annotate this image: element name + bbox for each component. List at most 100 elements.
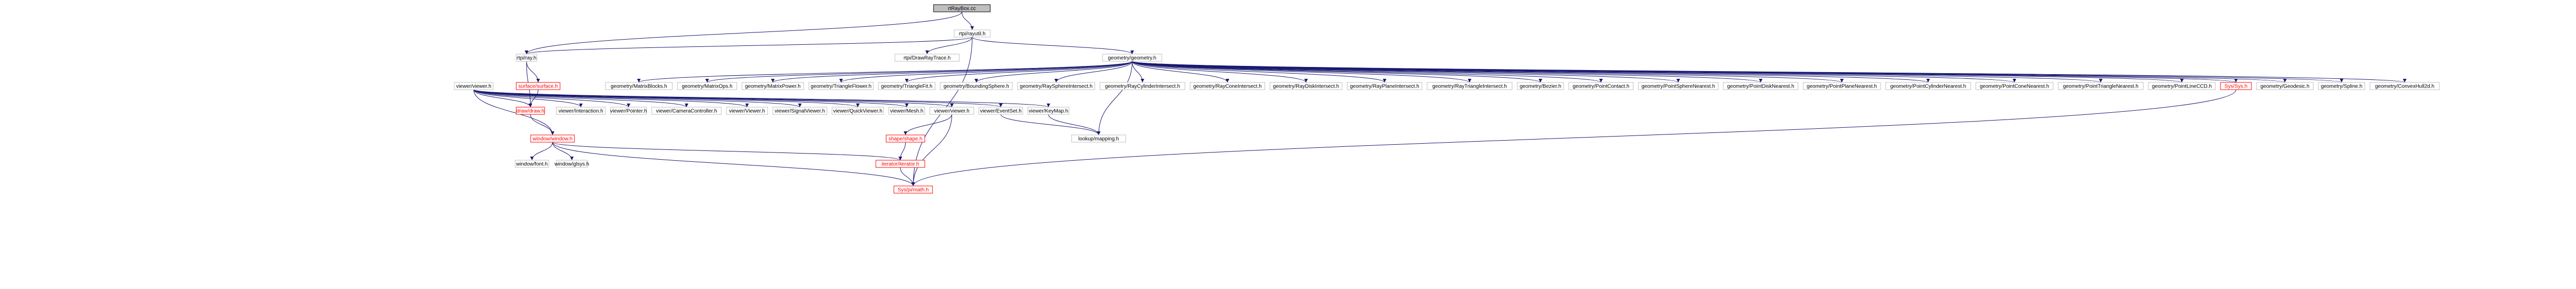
- file-node[interactable]: geometry/BoundingSphere.h: [940, 82, 1013, 90]
- node-box: [2369, 82, 2440, 90]
- dependency-edge: [1132, 61, 1308, 83]
- file-node[interactable]: geometry/geometry.h: [1102, 54, 1162, 62]
- file-node[interactable]: viewer/SignalViewer.h: [772, 107, 827, 115]
- node-box: [516, 82, 561, 90]
- node-label: geometry/RayDiskIntersect.h: [1273, 84, 1339, 90]
- dependency-edge: [524, 11, 962, 55]
- file-node[interactable]: geometry/MatrixPower.h: [741, 82, 804, 90]
- file-node[interactable]: geometry/Spline.h: [2318, 82, 2365, 90]
- file-node[interactable]: viewer/CameraController.h: [651, 107, 722, 115]
- file-node[interactable]: geometry/MatrixOps.h: [677, 82, 737, 90]
- node-label: window/font.h: [516, 162, 548, 167]
- file-node[interactable]: viewer/Viewer.h: [726, 107, 768, 115]
- node-box: [888, 107, 925, 115]
- file-node[interactable]: viewer/Mesh.h: [888, 107, 925, 115]
- file-node[interactable]: window/glsys.h: [554, 160, 589, 168]
- file-node[interactable]: viewer/QuickViewer.h: [832, 107, 884, 115]
- node-box: [530, 134, 575, 143]
- file-node[interactable]: geometry/Geodesic.h: [2256, 82, 2314, 90]
- file-node[interactable]: geometry/PointConeNearest.h: [1975, 82, 2054, 90]
- node-label: window/window.h: [532, 137, 572, 142]
- file-node[interactable]: geometry/RayDiskIntersect.h: [1269, 82, 1343, 90]
- file-node[interactable]: surface/surface.h: [516, 82, 561, 90]
- dependency-edge: [526, 61, 540, 83]
- file-node[interactable]: geometry/PointLineCCD.h: [2148, 82, 2216, 90]
- dependency-edge: [473, 89, 860, 108]
- file-node[interactable]: geometry/TriangleFlower.h: [808, 82, 874, 90]
- file-node[interactable]: window/font.h: [515, 160, 549, 168]
- file-node[interactable]: Sys/Sys.h: [2220, 82, 2252, 90]
- node-box: [516, 54, 537, 62]
- dependency-edge: [473, 89, 554, 135]
- node-label: geometry/PointContact.h: [1572, 84, 1629, 90]
- dependency-edge: [1054, 61, 1132, 83]
- node-box: [1517, 82, 1564, 90]
- dependency-edge: [839, 61, 1132, 83]
- file-node[interactable]: iterator/iterator.h: [875, 160, 925, 168]
- file-node[interactable]: geometry/PointSphereNearest.h: [1638, 82, 1719, 90]
- file-node[interactable]: geometry/ConvexHull2d.h: [2369, 82, 2440, 90]
- node-box: [515, 160, 549, 168]
- node-label: rtpi/ray.h: [517, 56, 536, 61]
- file-node[interactable]: geometry/RaySphereIntersect.h: [1017, 82, 1095, 90]
- node-label: geometry/RayConeIntersect.h: [1193, 84, 1262, 90]
- file-node[interactable]: geometry/TriangleFit.h: [878, 82, 936, 90]
- node-box: [772, 107, 827, 115]
- file-node[interactable]: viewer/KeyMap.h: [1027, 107, 1070, 115]
- node-label: geometry/MatrixOps.h: [682, 84, 732, 90]
- file-node[interactable]: viewer/Pointer.h: [610, 107, 647, 115]
- dependency-edge: [1132, 61, 1471, 83]
- file-node[interactable]: geometry/RayCylinderIntersect.h: [1099, 82, 1185, 90]
- file-node[interactable]: viewer/viewer.h: [454, 82, 494, 90]
- root-file-node: rtRayBox.cc: [933, 4, 991, 12]
- node-label: geometry/MatrixBlocks.h: [611, 84, 667, 90]
- file-node[interactable]: viewer/Interaction.h: [556, 107, 606, 115]
- file-node[interactable]: draw/draw.h: [516, 107, 545, 115]
- node-label: rtRayBox.cc: [948, 6, 976, 12]
- file-node[interactable]: rtpi/ray.h: [516, 54, 537, 62]
- file-node[interactable]: geometry/MatrixBlocks.h: [605, 82, 673, 90]
- file-node[interactable]: shape/shape.h: [886, 134, 925, 143]
- file-nodes: rtRayBox.cc rtpi/rayutil.h rtpi/ray.h rtpi/…: [454, 4, 2440, 194]
- node-box: [610, 107, 647, 115]
- dependency-edge: [1132, 61, 1680, 83]
- file-node[interactable]: geometry/RayConeIntersect.h: [1190, 82, 1265, 90]
- node-box: [516, 107, 545, 115]
- dependency-edge: [972, 37, 1134, 55]
- dependency-edge: [899, 142, 906, 161]
- node-label: viewer/KeyMap.h: [1029, 109, 1069, 114]
- file-node[interactable]: Sys/pi/math.h: [893, 185, 933, 194]
- file-node[interactable]: geometry/RayTriangleIntersect.h: [1427, 82, 1513, 90]
- file-node[interactable]: geometry/PointTriangleNearest.h: [2058, 82, 2144, 90]
- dependency-edge: [1132, 61, 1386, 83]
- file-node[interactable]: geometry/RayPlaneIntersect.h: [1347, 82, 1422, 90]
- file-node[interactable]: geometry/PointContact.h: [1568, 82, 1634, 90]
- file-node[interactable]: window/window.h: [530, 134, 575, 143]
- node-box: [929, 107, 974, 115]
- file-node[interactable]: rtpi/DrawRayTrace.h: [894, 54, 960, 62]
- file-node[interactable]: lookup/mapping.h: [1071, 134, 1126, 143]
- dependency-edge: [529, 89, 538, 108]
- dependency-edge: [473, 89, 954, 108]
- dependency-edge: [552, 142, 574, 161]
- file-node[interactable]: rtpi/rayutil.h: [954, 29, 991, 38]
- dependency-edge: [1132, 61, 1930, 83]
- file-node[interactable]: geometry/PointPlaneNearest.h: [1803, 82, 1881, 90]
- node-label: geometry/TriangleFlower.h: [810, 84, 871, 90]
- dependency-edge: [974, 61, 1132, 83]
- file-node[interactable]: viewer/viewer.h: [929, 107, 974, 115]
- file-node[interactable]: viewer/EventSet.h: [978, 107, 1023, 115]
- dependency-edge: [1132, 61, 1229, 83]
- dependency-edge: [904, 114, 952, 135]
- node-label: geometry/RayTriangleIntersect.h: [1432, 84, 1507, 90]
- node-label: geometry/PointTriangleNearest.h: [2063, 84, 2138, 90]
- dependency-edges: [473, 11, 2406, 186]
- file-node[interactable]: geometry/Bezier.h: [1517, 82, 1564, 90]
- dependency-edge: [552, 142, 902, 161]
- file-node[interactable]: geometry/PointCylinderNearest.h: [1885, 82, 1971, 90]
- node-label: geometry/RayPlaneIntersect.h: [1350, 84, 1419, 90]
- file-node[interactable]: geometry/PointDiskNearest.h: [1723, 82, 1799, 90]
- node-box: [2058, 82, 2144, 90]
- node-label: geometry/Geodesic.h: [2260, 84, 2309, 90]
